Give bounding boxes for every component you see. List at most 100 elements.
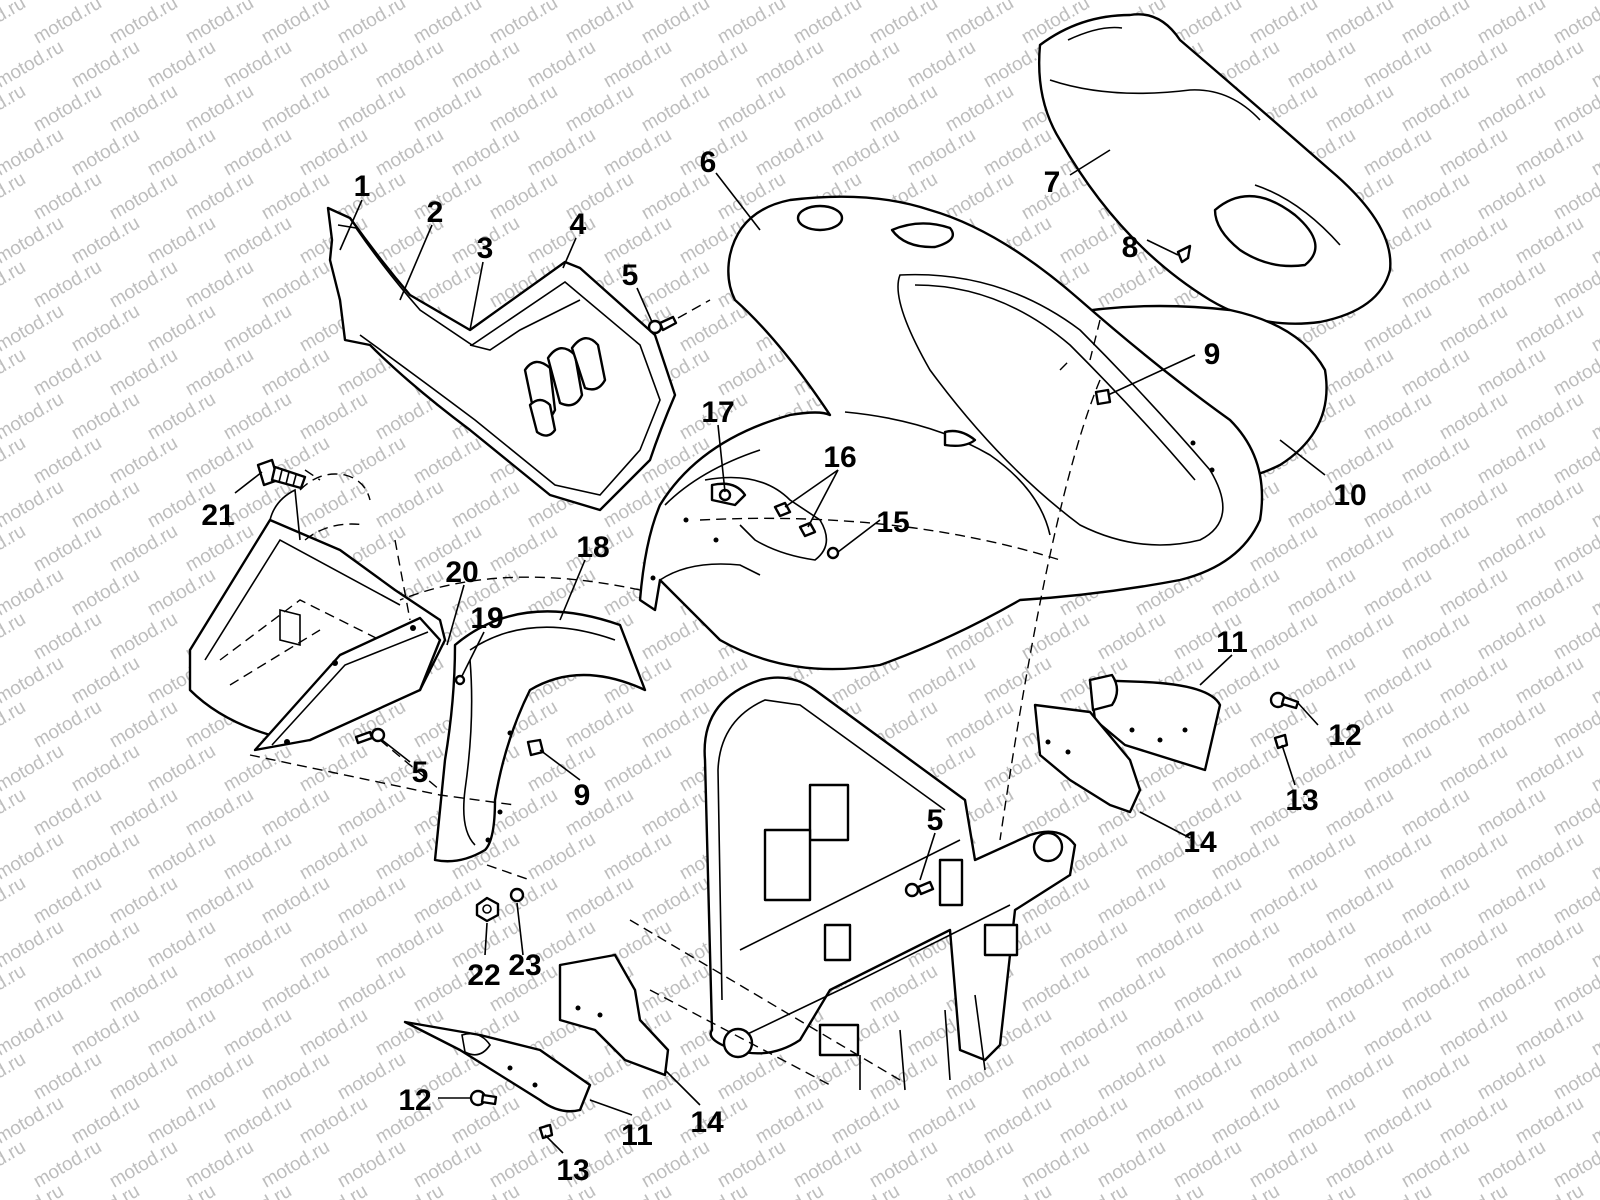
watermark-text: motod.ru	[676, 37, 751, 93]
watermark-text: motod.ru	[68, 1093, 143, 1149]
callout-22: 22	[467, 959, 500, 992]
watermark-text: motod.ru	[486, 169, 561, 225]
watermark-text: motod.ru	[1474, 1049, 1549, 1105]
watermark-text: motod.ru	[600, 1181, 675, 1200]
watermark-text: motod.ru	[258, 345, 333, 401]
callout-11-left: 11	[621, 1119, 653, 1152]
watermark-text: motod.ru	[0, 961, 29, 1017]
watermark-text: motod.ru	[1322, 521, 1397, 577]
watermark-text: motod.ru	[1208, 1181, 1283, 1200]
watermark-text: motod.ru	[1360, 37, 1435, 93]
watermark-text: motod.ru	[372, 125, 447, 181]
watermark-text: motod.ru	[942, 0, 1017, 48]
watermark-text: motod.ru	[828, 1181, 903, 1200]
watermark-text: motod.ru	[486, 81, 561, 137]
watermark-text: motod.ru	[1360, 1093, 1435, 1149]
panel-slot-3	[570, 337, 607, 391]
watermark-text: motod.ru	[68, 37, 143, 93]
watermark-text: motod.ru	[182, 873, 257, 929]
watermark-text: motod.ru	[790, 1137, 865, 1193]
watermark-text: motod.ru	[68, 565, 143, 621]
watermark-text: motod.ru	[144, 1181, 219, 1200]
watermark-text: motod.ru	[0, 565, 67, 621]
callout-9-top: 9	[1204, 338, 1221, 371]
frame-cutout	[808, 783, 850, 842]
watermark-text: motod.ru	[0, 0, 29, 48]
watermark-text: motod.ru	[106, 345, 181, 401]
watermark-text: motod.ru	[30, 1049, 105, 1105]
watermark-text: motod.ru	[1322, 609, 1397, 665]
watermark-text: motod.ru	[1512, 653, 1587, 709]
watermark-text: motod.ru	[182, 0, 257, 48]
part-21-bolt	[256, 458, 307, 490]
watermark-text: motod.ru	[68, 301, 143, 357]
watermark-text: motod.ru	[68, 389, 143, 445]
watermark-text: motod.ru	[1398, 609, 1473, 665]
watermark-text: motod.ru	[448, 1181, 523, 1200]
watermark-text: motod.ru	[752, 37, 827, 93]
watermark-text: motod.ru	[144, 37, 219, 93]
watermark-text: motod.ru	[0, 1093, 67, 1149]
watermark-text: motod.ru	[486, 1137, 561, 1193]
watermark-text: motod.ru	[448, 125, 523, 181]
watermark-text: motod.ru	[220, 1005, 295, 1061]
watermark-text: motod.ru	[0, 345, 29, 401]
panel-slot-2	[546, 347, 584, 407]
alignment-lines	[249, 299, 1101, 881]
watermark-text: motod.ru	[106, 169, 181, 225]
watermark-text: motod.ru	[334, 785, 409, 841]
watermark-text: motod.ru	[1094, 961, 1169, 1017]
watermark-text: motod.ru	[220, 1181, 295, 1200]
watermark-text: motod.ru	[410, 1137, 485, 1193]
watermark-text: motod.ru	[258, 257, 333, 313]
watermark-text: motod.ru	[1322, 0, 1397, 48]
watermark-text: motod.ru	[1284, 1093, 1359, 1149]
watermark-text: motod.ru	[258, 81, 333, 137]
watermark-text: motod.ru	[144, 917, 219, 973]
watermark-text: motod.ru	[1474, 785, 1549, 841]
part-9-clip-fender	[526, 738, 545, 757]
watermark-text: motod.ru	[1246, 961, 1321, 1017]
watermark-text: motod.ru	[790, 81, 865, 137]
watermark-text: motod.ru	[106, 1137, 181, 1193]
watermark-text: motod.ru	[1512, 389, 1587, 445]
watermark-text: motod.ru	[1360, 125, 1435, 181]
watermark-text: motod.ru	[1512, 917, 1587, 973]
watermark-text: motod.ru	[144, 1005, 219, 1061]
watermark-text: motod.ru	[334, 1137, 409, 1193]
watermark-text: motod.ru	[1512, 1181, 1587, 1200]
watermark-text: motod.ru	[1588, 653, 1600, 709]
watermark-text: motod.ru	[1588, 301, 1600, 357]
watermark-text: motod.ru	[1322, 785, 1397, 841]
callout-18: 18	[576, 531, 609, 564]
watermark-text: motod.ru	[30, 961, 105, 1017]
watermark-text: motod.ru	[1512, 37, 1587, 93]
watermark-text: motod.ru	[410, 169, 485, 225]
watermark-text: motod.ru	[1170, 961, 1245, 1017]
part-13-rivet-right	[1273, 733, 1289, 750]
watermark-text: motod.ru	[1588, 389, 1600, 445]
watermark-text: motod.ru	[562, 873, 637, 929]
watermark-text: motod.ru	[1208, 741, 1283, 797]
callout-16: 16	[823, 441, 856, 474]
watermark-text: motod.ru	[220, 829, 295, 885]
callout-1: 1	[354, 170, 371, 203]
watermark-text: motod.ru	[144, 1093, 219, 1149]
watermark-text: motod.ru	[0, 1005, 67, 1061]
watermark-text: motod.ru	[1360, 653, 1435, 709]
callout-11-right: 11	[1216, 626, 1248, 659]
watermark-text: motod.ru	[1360, 741, 1435, 797]
watermark-text: motod.ru	[1094, 1049, 1169, 1105]
callout-10: 10	[1333, 479, 1366, 512]
watermark-text: motod.ru	[296, 477, 371, 533]
watermark-text: motod.ru	[752, 1093, 827, 1149]
watermark-text: motod.ru	[106, 873, 181, 929]
watermark-text: motod.ru	[1398, 697, 1473, 753]
callout-19: 19	[470, 602, 503, 635]
watermark-text: motod.ru	[1436, 917, 1511, 973]
watermark-text: motod.ru	[182, 169, 257, 225]
watermark-text: motod.ru	[1398, 169, 1473, 225]
watermark-text: motod.ru	[1436, 653, 1511, 709]
watermark-text: motod.ru	[1284, 565, 1359, 621]
watermark-text: motod.ru	[448, 477, 523, 533]
